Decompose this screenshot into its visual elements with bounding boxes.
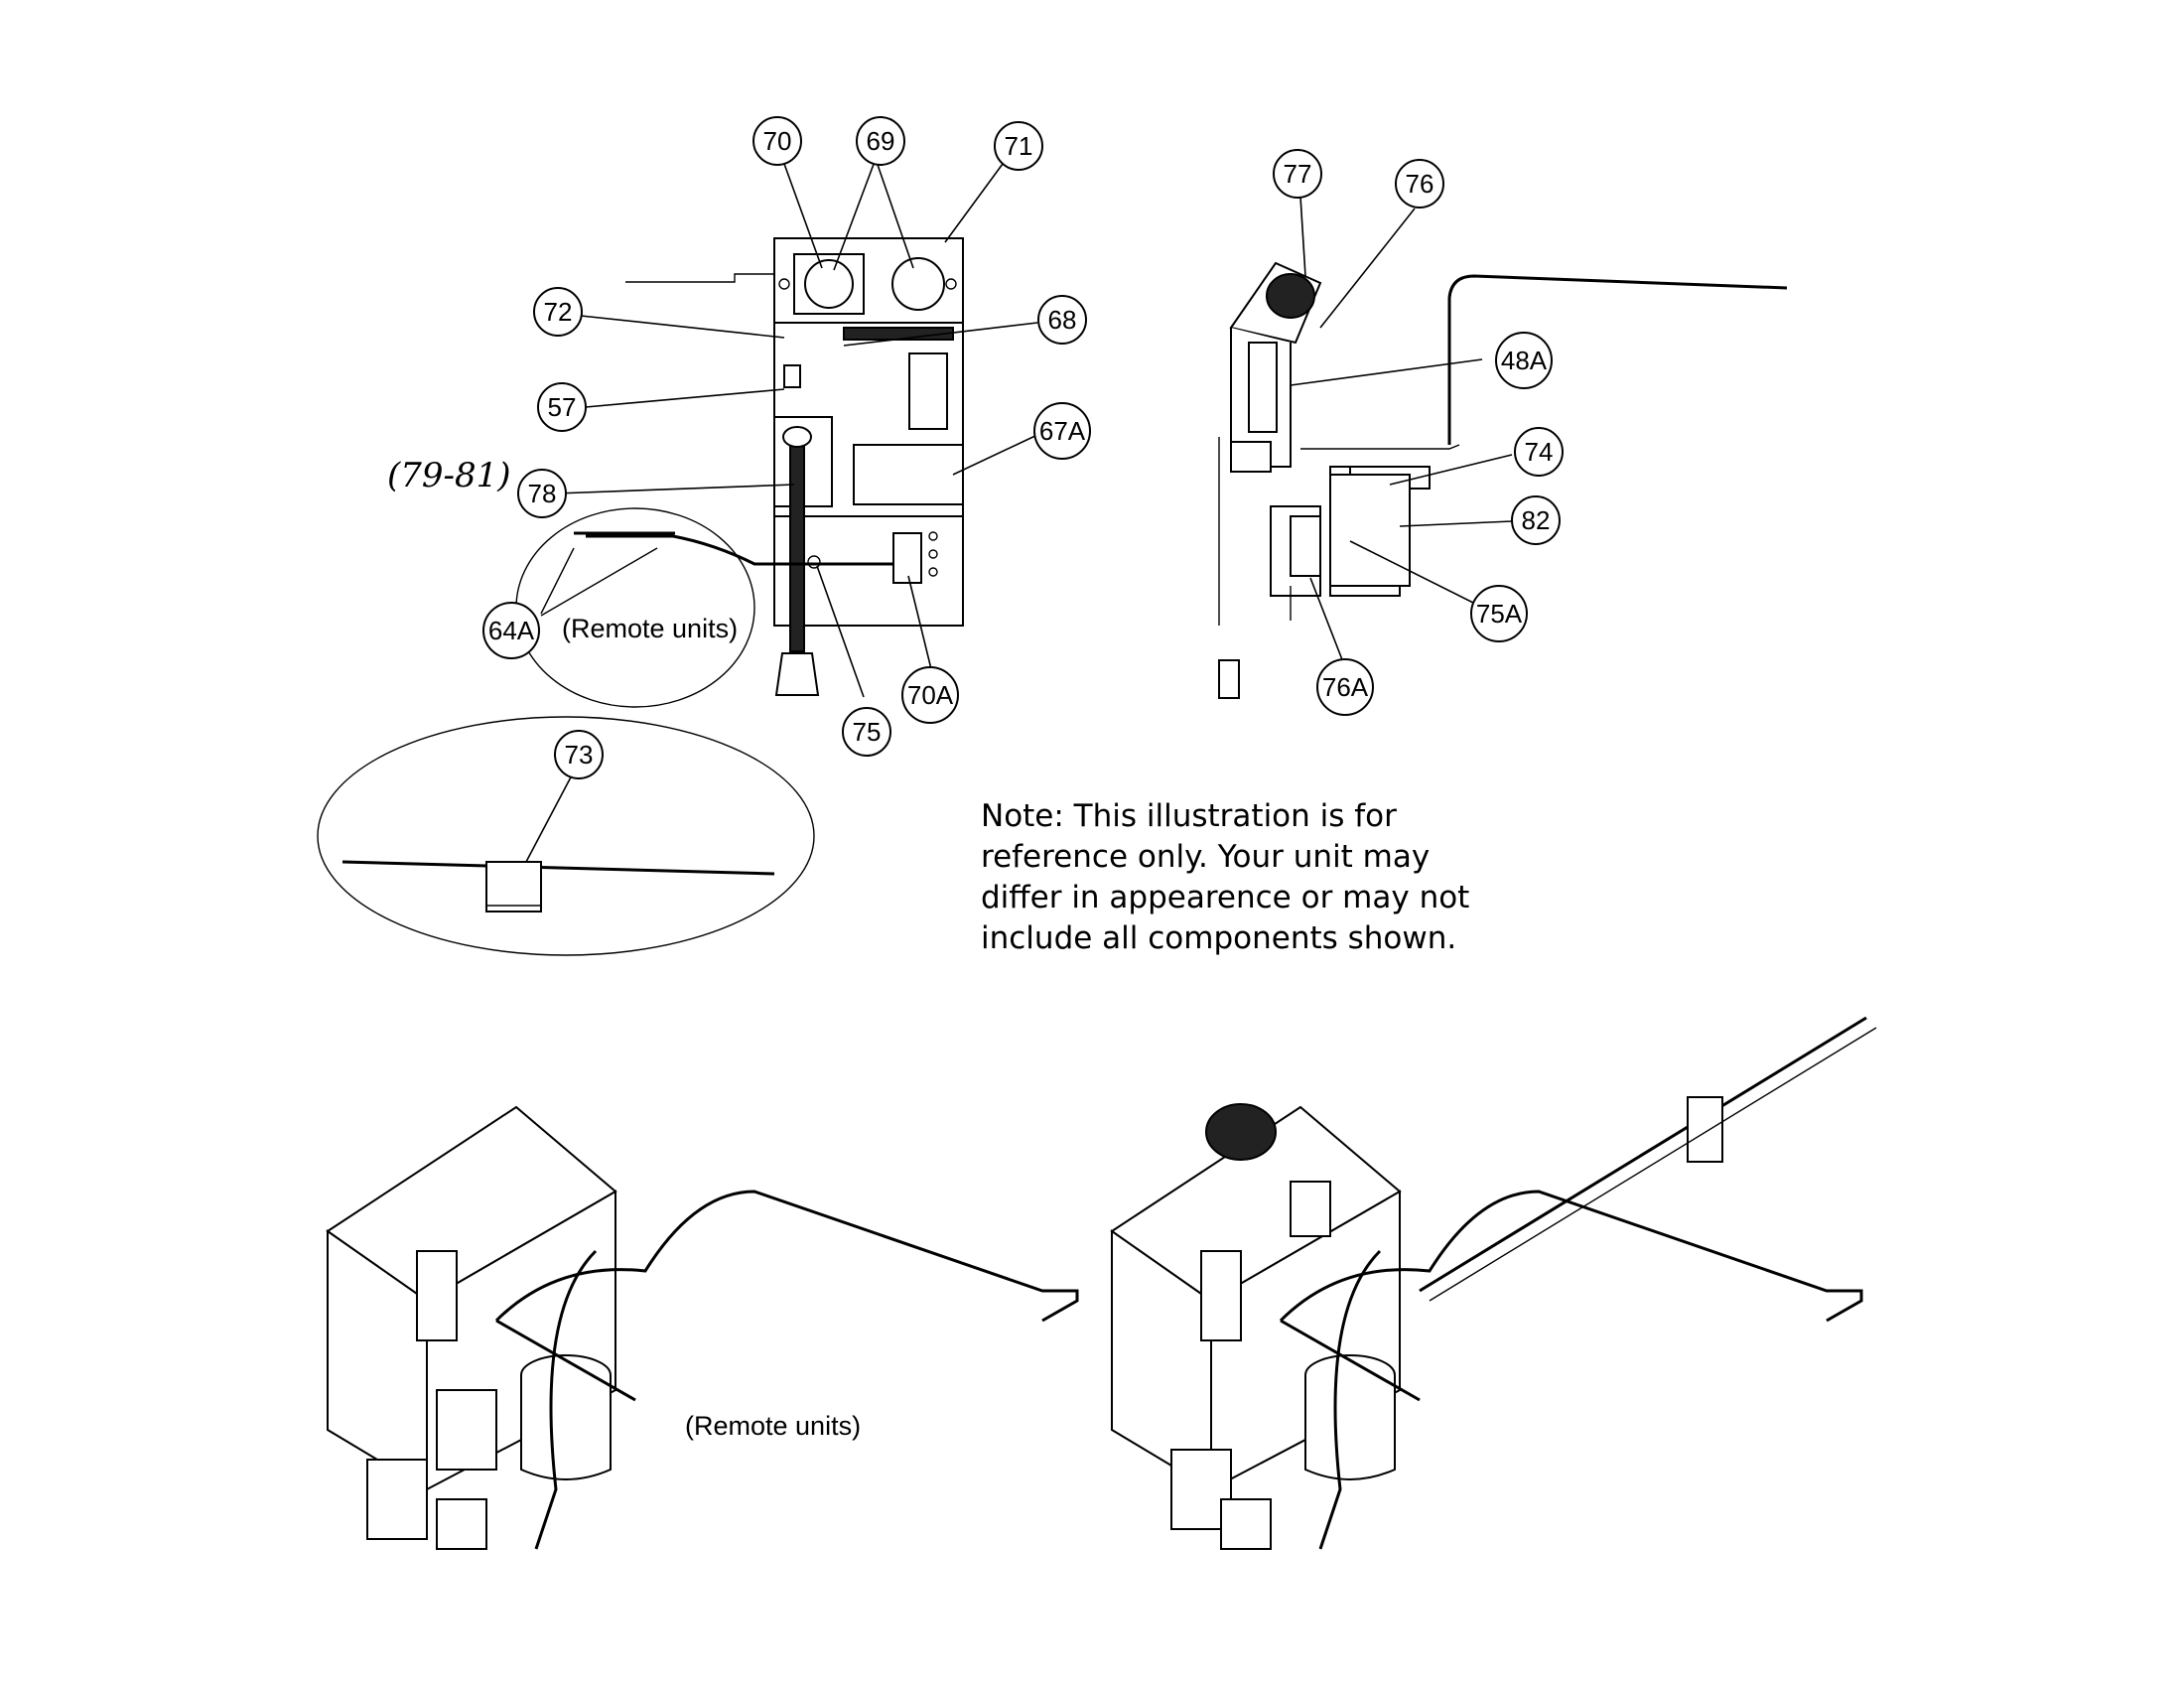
svg-text:74: 74	[1525, 437, 1554, 467]
probe-73-ellipse	[317, 716, 815, 956]
side-view-assembly	[1218, 261, 1788, 699]
callout-73: 73	[554, 730, 604, 779]
callout-76a: 76A	[1316, 658, 1374, 716]
callout-68: 68	[1037, 295, 1087, 345]
callout-77: 77	[1273, 149, 1322, 199]
callout-78: 78	[517, 469, 567, 518]
remote-units-label-bottom: (Remote units)	[685, 1411, 861, 1441]
svg-text:82: 82	[1522, 505, 1551, 535]
callout-76: 76	[1395, 159, 1444, 209]
svg-text:77: 77	[1284, 159, 1312, 189]
callout-64a: 64A	[482, 602, 540, 659]
svg-text:70A: 70A	[907, 680, 954, 710]
remote-units-label-top: (Remote units)	[562, 614, 738, 643]
svg-text:48A: 48A	[1501, 346, 1548, 375]
svg-text:71: 71	[1005, 131, 1033, 161]
callout-70a: 70A	[901, 666, 959, 724]
sensor-probe-64a	[540, 531, 675, 617]
svg-text:68: 68	[1048, 305, 1077, 335]
note-line-3: differ in appearence or may not	[981, 880, 1470, 915]
remote-units-ellipse	[515, 507, 755, 708]
handwritten-note: (79-81)	[387, 456, 511, 495]
callout-75: 75	[842, 707, 891, 757]
probe-73	[341, 860, 775, 912]
svg-text:73: 73	[565, 740, 594, 770]
isometric-view-right	[1110, 1016, 1877, 1550]
svg-text:78: 78	[528, 479, 557, 508]
svg-text:70: 70	[763, 126, 792, 156]
isometric-view-left	[326, 1105, 1079, 1550]
svg-text:67A: 67A	[1039, 416, 1086, 446]
callout-69: 69	[856, 116, 905, 166]
callout-57: 57	[537, 382, 587, 432]
svg-text:57: 57	[548, 392, 577, 422]
front-view-assembly	[586, 237, 964, 696]
note-line-2: reference only. Your unit may	[981, 839, 1431, 875]
svg-text:72: 72	[544, 297, 573, 327]
callout-75a: 75A	[1470, 585, 1528, 642]
callout-74: 74	[1514, 427, 1564, 477]
svg-text:64A: 64A	[488, 616, 535, 645]
callout-82: 82	[1511, 495, 1561, 545]
leader-lines	[525, 158, 1513, 863]
callout-71: 71	[994, 121, 1043, 171]
svg-text:76A: 76A	[1322, 672, 1369, 702]
callout-72: 72	[533, 287, 583, 337]
note-line-4: include all components shown.	[981, 920, 1457, 956]
note-line-1: Note: This illustration is for	[981, 798, 1397, 834]
svg-text:76: 76	[1406, 169, 1434, 199]
callout-70: 70	[752, 116, 802, 166]
svg-text:69: 69	[867, 126, 895, 156]
svg-text:75A: 75A	[1476, 599, 1523, 629]
reference-note: Note: This illustration is for reference…	[981, 796, 1497, 959]
svg-text:75: 75	[853, 717, 882, 747]
callout-48a: 48A	[1495, 332, 1553, 389]
callout-67a: 67A	[1033, 402, 1091, 460]
